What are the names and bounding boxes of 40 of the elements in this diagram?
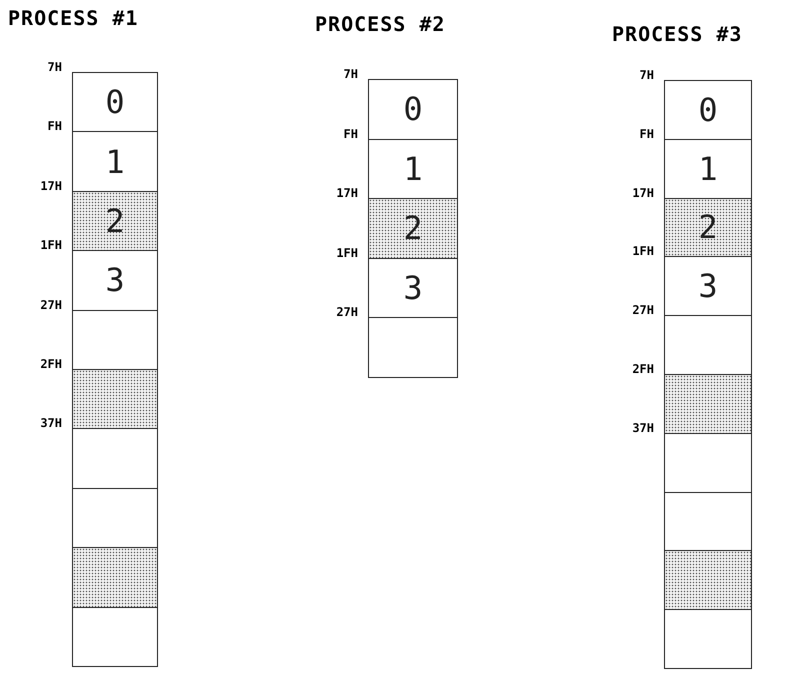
address-label: 17H [335, 186, 358, 200]
address-label: FH [638, 126, 654, 141]
memory-block: 3 [72, 250, 158, 311]
memory-block [664, 609, 752, 669]
address-label: 1FH [39, 238, 62, 252]
memory-block [72, 547, 158, 608]
memory-block: 2 [664, 198, 752, 258]
memory-block [664, 374, 752, 434]
address-label: FH [46, 119, 62, 134]
address-label: FH [342, 126, 358, 140]
process-heading: PROCESS #1 [8, 6, 138, 30]
address-label: 27H [39, 298, 62, 312]
address-label: 1FH [335, 246, 358, 260]
address-label: 27H [631, 303, 654, 318]
address-label: 7H [46, 60, 62, 74]
address-label: 2FH [39, 357, 62, 371]
memory-block: 0 [368, 79, 458, 140]
address-label: 1FH [631, 244, 654, 258]
address-label: 17H [39, 178, 62, 193]
memory-block [664, 432, 752, 493]
memory-block [664, 550, 752, 610]
memory-block: 2 [72, 190, 158, 252]
address-label: 7H [638, 68, 654, 82]
process-heading: PROCESS #2 [315, 12, 446, 36]
process-heading: PROCESS #3 [612, 22, 742, 46]
memory-block: 0 [72, 72, 158, 132]
address-label: 37H [631, 420, 654, 435]
address-label: 37H [39, 416, 62, 430]
memory-block: 2 [368, 198, 458, 258]
address-label: 2FH [631, 362, 654, 376]
memory-block [72, 428, 158, 489]
memory-block: 3 [664, 256, 752, 316]
memory-block: 3 [368, 258, 458, 318]
memory-block [72, 369, 158, 430]
memory-block [72, 606, 158, 667]
memory-block [368, 317, 458, 378]
address-label: 27H [335, 305, 358, 319]
address-label: 7H [342, 67, 358, 81]
address-label: 17H [631, 186, 654, 200]
memory-block: 0 [664, 80, 752, 140]
